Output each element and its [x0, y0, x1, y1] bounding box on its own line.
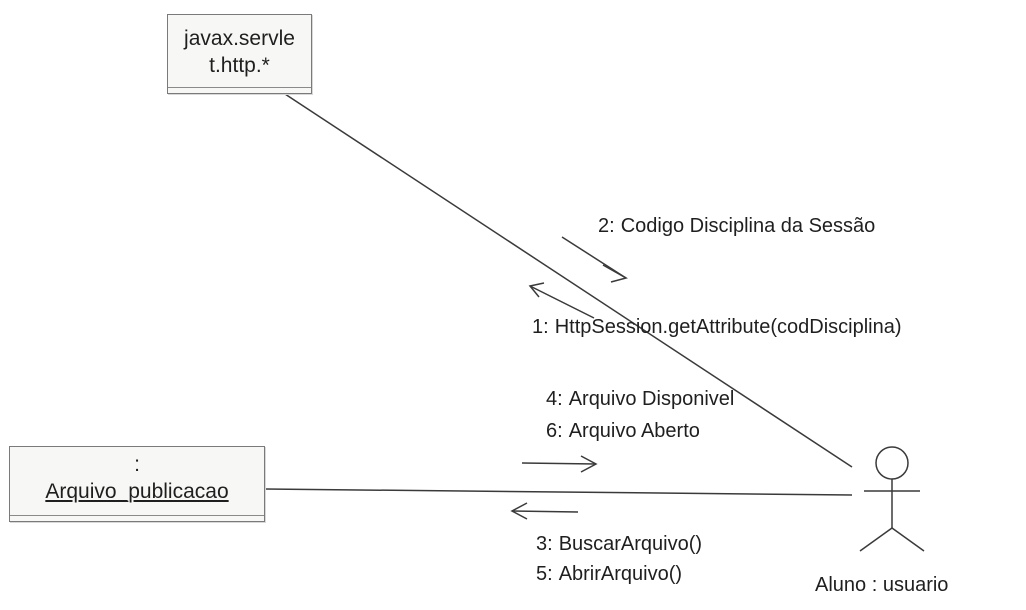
message-1-text: HttpSession.getAttribute(codDisciplina) — [554, 316, 902, 338]
message-4-text: Arquivo Disponivel — [568, 388, 735, 410]
actor-label: Aluno : usuario — [815, 574, 949, 596]
message-2-number: 2: — [598, 215, 615, 237]
arrow-message-3-5 — [510, 502, 579, 520]
message-6-text: Arquivo Aberto — [568, 420, 700, 442]
arrow-message-2 — [561, 236, 628, 283]
object-box-arquivo: : Arquivo_publicacao — [9, 446, 265, 522]
link-servlet-actor — [284, 93, 853, 468]
object-arquivo-colon: : — [134, 453, 140, 476]
link-arquivo-actor — [264, 488, 853, 496]
message-2-label: 2:Codigo Disciplina da Sessão — [598, 215, 875, 238]
message-3-text: BuscarArquivo() — [558, 533, 703, 555]
message-3-number: 3: — [536, 533, 553, 555]
object-arquivo-divider — [10, 515, 264, 516]
message-5-text: AbrirArquivo() — [558, 563, 683, 585]
message-4-label: 4:Arquivo Disponivel — [546, 388, 734, 411]
message-2-text: Codigo Disciplina da Sessão — [620, 215, 876, 237]
arrow-message-4-6 — [521, 455, 598, 473]
object-servlet-divider — [168, 87, 311, 88]
message-6-label: 6:Arquivo Aberto — [546, 420, 700, 443]
arrow-message-1 — [528, 282, 595, 319]
object-servlet-name-line1: javax.servle — [184, 27, 295, 50]
message-3-label: 3:BuscarArquivo() — [536, 533, 702, 556]
actor-stick-figure-icon — [859, 446, 925, 552]
object-box-servlet: javax.servle t.http.* — [167, 14, 312, 94]
object-servlet-name-line2: t.http.* — [209, 54, 270, 77]
object-arquivo-name: Arquivo_publicacao — [45, 480, 229, 503]
message-6-number: 6: — [546, 420, 563, 442]
message-5-number: 5: — [536, 563, 553, 585]
message-5-label: 5:AbrirArquivo() — [536, 563, 682, 586]
message-1-number: 1: — [532, 316, 549, 338]
message-4-number: 4: — [546, 388, 563, 410]
message-1-label: 1:HttpSession.getAttribute(codDisciplina… — [532, 316, 902, 339]
